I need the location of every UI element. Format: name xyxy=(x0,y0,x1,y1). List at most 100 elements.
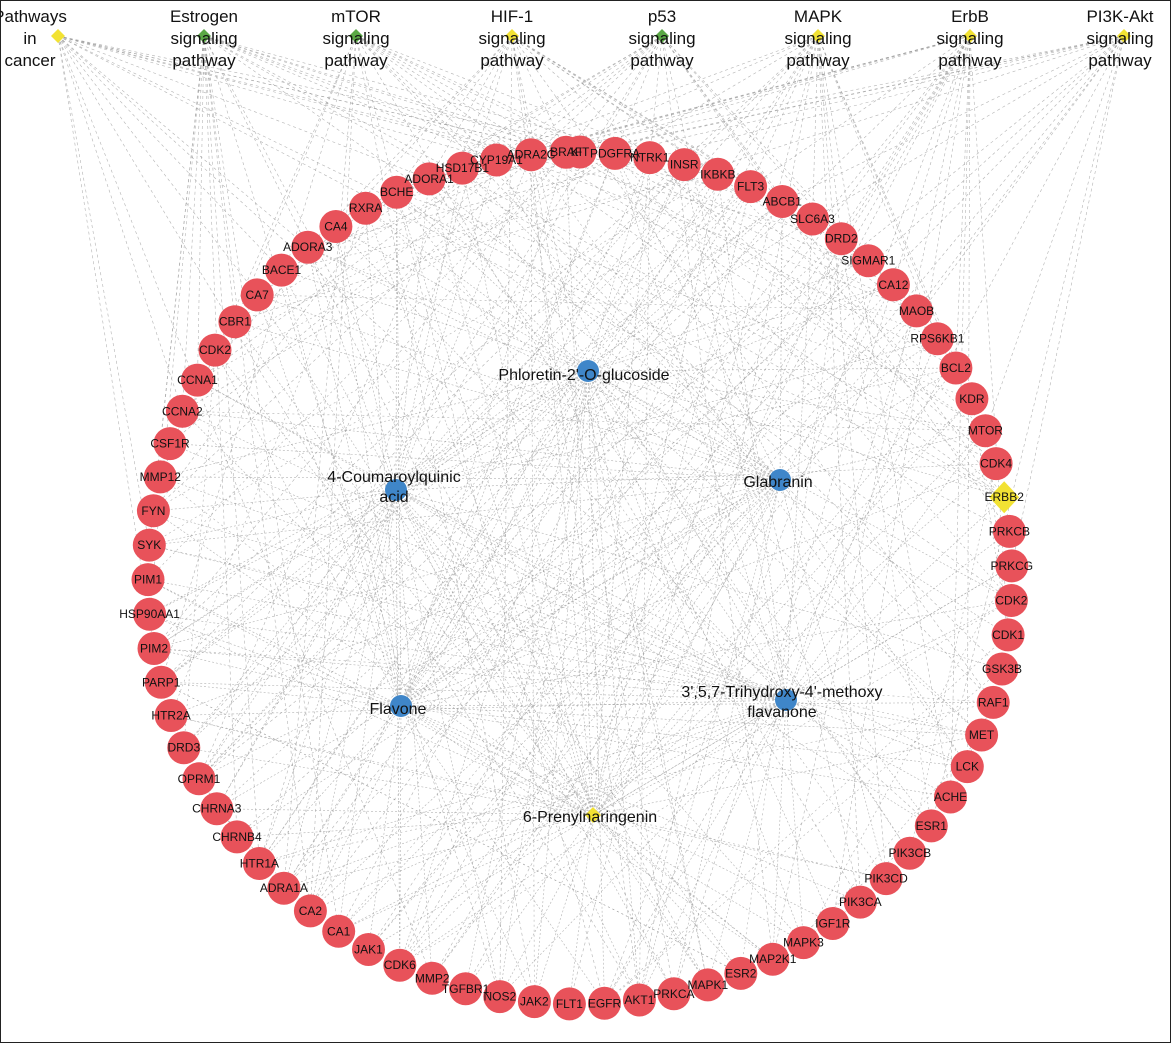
compound-target-edge xyxy=(400,705,804,943)
compound-target-edge xyxy=(587,164,685,372)
target-node-cdk2 xyxy=(994,584,1028,617)
target-target-edge xyxy=(649,157,1005,498)
compound-label-line: 4-Coumaroylquinic xyxy=(327,469,460,486)
compound-target-edge xyxy=(147,579,402,707)
compound-target-edge xyxy=(400,705,968,767)
compound-target-edge xyxy=(604,699,787,1004)
target-node-slc6a3 xyxy=(796,202,829,236)
pathway-target-edge xyxy=(307,35,1125,248)
target-label-syk: SYK xyxy=(137,538,161,552)
target-node-esr1 xyxy=(914,809,948,843)
pathway-target-edge xyxy=(203,35,339,932)
target-node-gsk3b xyxy=(985,652,1019,686)
compound-target-edge xyxy=(395,489,742,974)
pathway-label-line: signaling xyxy=(784,29,851,48)
target-label-pdgfra: PDGFRA xyxy=(590,146,640,160)
pathway-label-line: pathway xyxy=(938,51,1002,70)
compound-target-edge xyxy=(395,164,685,491)
target-label-mtor: MTOR xyxy=(968,424,1003,438)
target-label-cdk2: CDK2 xyxy=(995,594,1027,608)
pathway-label-line: signaling xyxy=(1086,29,1153,48)
target-label-cdk6: CDK6 xyxy=(384,958,416,972)
pathway-target-edge xyxy=(1011,35,1125,566)
pathway-target-edge xyxy=(355,35,861,903)
target-label-slc6a3: SLC6A3 xyxy=(790,212,835,226)
target-node-ache xyxy=(934,780,967,814)
compound-target-edge xyxy=(149,479,781,546)
target-label-cbr1: CBR1 xyxy=(219,315,251,329)
compound-target-edge xyxy=(149,613,787,701)
compound-target-edge xyxy=(147,579,787,701)
target-node-chrna3 xyxy=(200,792,234,826)
pathway-node-p-pi3k xyxy=(1117,29,1131,43)
target-label-gsk3b: GSK3B xyxy=(982,662,1022,676)
target-node-mmp2 xyxy=(415,961,449,995)
pathway-target-edge xyxy=(203,35,718,175)
pathway-target-edge xyxy=(283,35,1125,889)
compound-target-edge xyxy=(335,226,402,707)
target-label-hsd17b1: HSD17B1 xyxy=(436,161,490,175)
compound-target-edge xyxy=(395,218,813,491)
pathway-target-edge xyxy=(355,35,685,165)
target-label-sigmar1: SIGMAR1 xyxy=(841,254,895,268)
pathway-target-edge xyxy=(57,35,640,1001)
compound-target-edge xyxy=(396,192,402,707)
pathway-target-edge xyxy=(355,35,497,161)
target-label-map2k1: MAP2K1 xyxy=(749,952,797,966)
compound-target-edge xyxy=(281,269,397,491)
target-label-ache: ACHE xyxy=(934,790,967,804)
target-label-bace1: BACE1 xyxy=(262,263,302,277)
target-label-nos2: NOS2 xyxy=(483,990,516,1004)
edge-layer xyxy=(57,35,1125,1004)
target-label-ca4: CA4 xyxy=(324,220,348,234)
compound-target-edge xyxy=(310,489,397,911)
pathway-node-p-estrogen xyxy=(197,29,211,43)
pathway-target-edge xyxy=(817,35,861,903)
target-node-mapk3 xyxy=(787,926,820,960)
target-target-edge xyxy=(234,159,497,322)
compound-target-edge xyxy=(639,479,781,1001)
compound-target-edge xyxy=(400,153,616,707)
target-target-edge xyxy=(399,398,973,966)
compound-target-edge xyxy=(779,479,887,879)
compound-node-c-phloretin xyxy=(577,360,599,382)
node-layer xyxy=(51,29,1131,1021)
target-node-syk xyxy=(132,528,166,562)
target-node-csf1r xyxy=(153,427,187,461)
pathway-target-edge xyxy=(216,35,663,809)
pathway-target-edge xyxy=(259,35,819,864)
compound-target-edge xyxy=(592,174,719,816)
pathway-target-edge xyxy=(673,35,971,994)
pathway-target-edge xyxy=(511,35,640,1001)
target-label-adora3: ADORA3 xyxy=(283,240,333,254)
target-node-drd3 xyxy=(167,731,201,765)
pathway-target-edge xyxy=(750,35,971,187)
compound-target-edge xyxy=(161,370,589,683)
target-label-cyp19a1: CYP19A1 xyxy=(470,153,523,167)
pathway-target-edge xyxy=(812,35,1125,220)
target-target-edge xyxy=(909,463,997,854)
compound-target-edge xyxy=(587,284,894,372)
target-label-rps6kb1: RPS6KB1 xyxy=(910,332,964,346)
target-label-jak1: JAK1 xyxy=(354,943,383,957)
target-node-jak2 xyxy=(517,985,551,1019)
pathway-target-edge xyxy=(198,35,971,780)
compound-target-edge xyxy=(587,370,982,736)
target-node-chrnb4 xyxy=(220,820,254,854)
pathway-node-p-erbb xyxy=(963,29,977,43)
target-label-ccna2: CCNA2 xyxy=(162,404,203,418)
compound-target-edge xyxy=(395,192,398,491)
target-label-flt3: FLT3 xyxy=(737,180,764,194)
target-node-mtor xyxy=(968,414,1002,448)
target-node-rxra xyxy=(349,191,383,225)
target-label-adra2c: ADRA2C xyxy=(507,148,556,162)
pathway-target-edge xyxy=(57,35,433,979)
pathway-label-line: pathway xyxy=(1088,51,1152,70)
compound-target-edge xyxy=(256,294,594,816)
target-node-lck xyxy=(950,750,984,784)
compound-target-edge xyxy=(400,260,869,707)
compound-target-edge xyxy=(587,367,956,372)
pathway-target-edge xyxy=(817,35,951,798)
